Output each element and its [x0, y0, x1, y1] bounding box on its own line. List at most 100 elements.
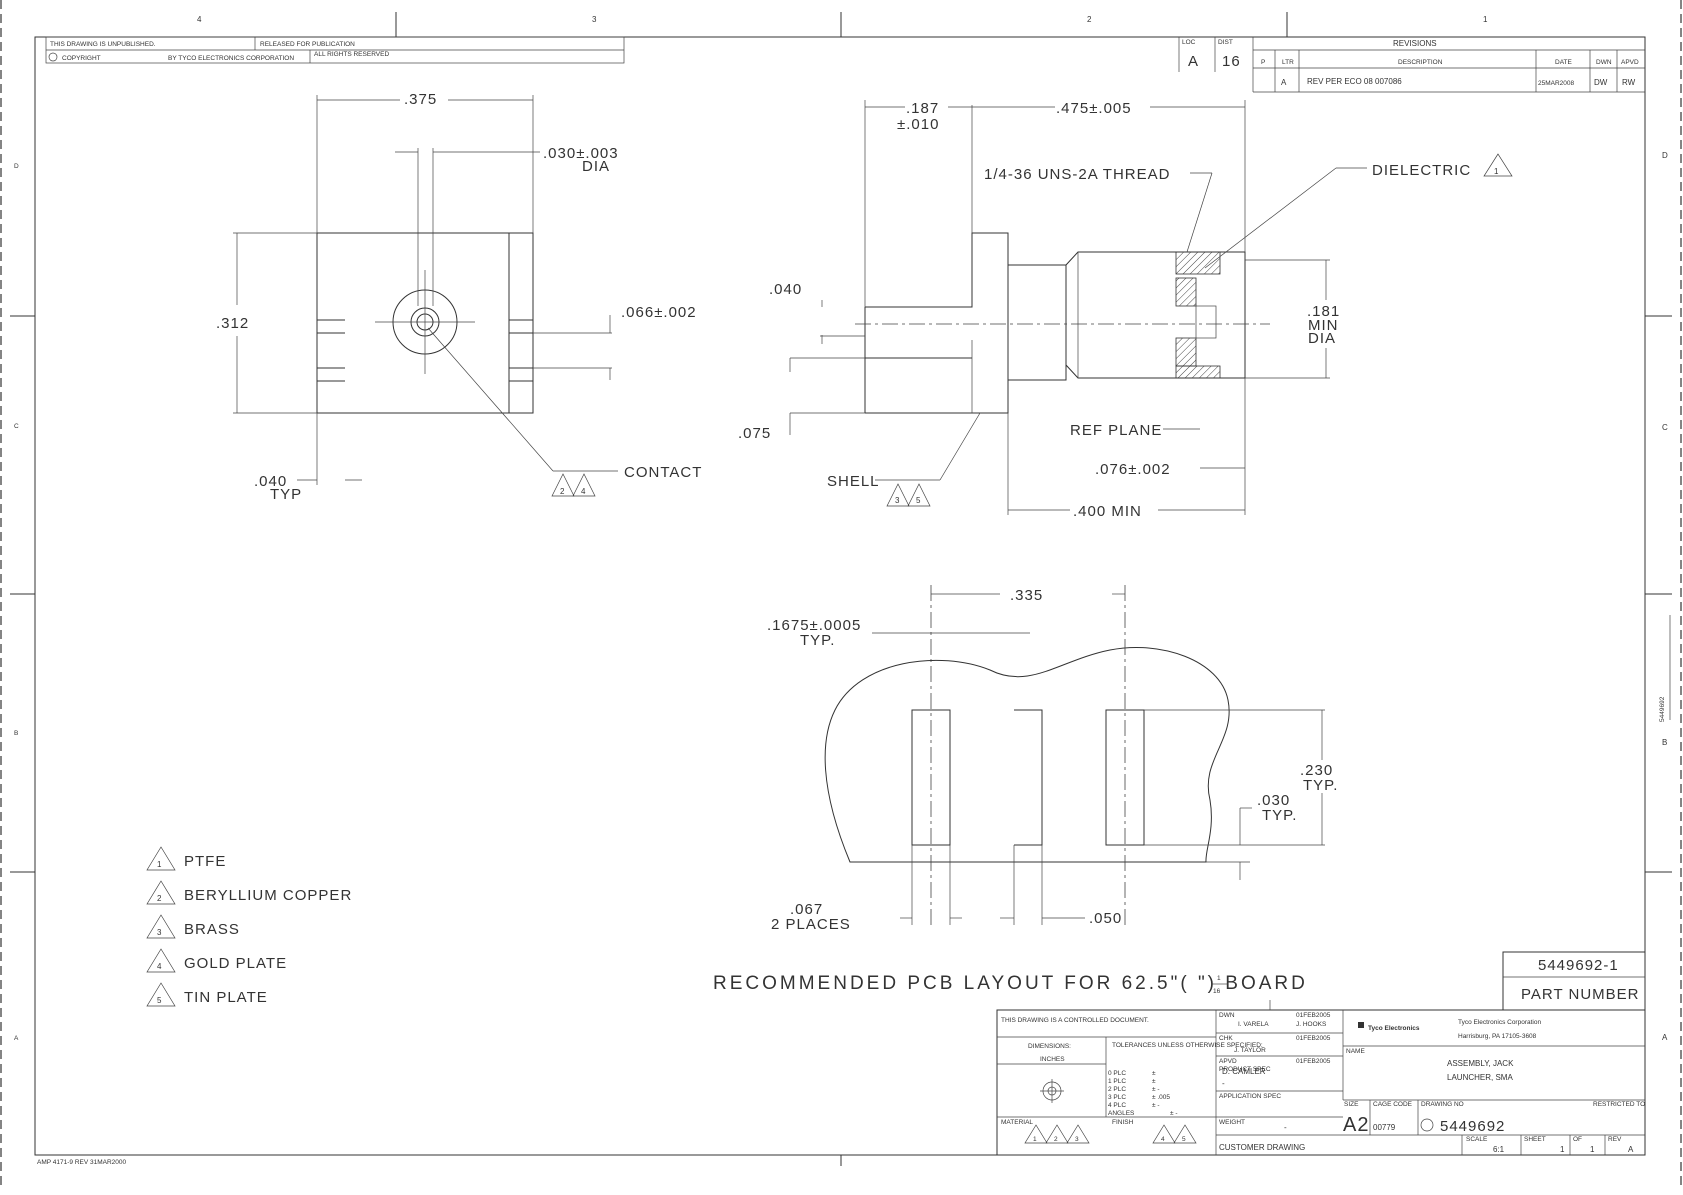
note-text: BERYLLIUM COPPER [184, 887, 352, 904]
pcb-pad-left [911, 709, 951, 846]
contact-label: CONTACT [624, 464, 702, 481]
material-label: MATERIAL [1001, 1119, 1033, 1126]
tol-row: 4 PLC [1108, 1102, 1126, 1109]
dim-pad: .1675±.0005 [767, 617, 861, 634]
cage-label: CAGE CODE [1373, 1101, 1413, 1108]
title-block: THIS DRAWING IS A CONTROLLED DOCUMENT. D… [996, 1000, 1646, 1156]
contact-note-1: 2 [560, 487, 565, 496]
sheet-value: 1 [1560, 1145, 1565, 1154]
dist-label: DIST [1218, 39, 1233, 46]
note-item: 2 BERYLLIUM COPPER [146, 880, 352, 905]
side-view: .187 ±.010 .475±.005 1/4-36 UNS-2A THREA… [738, 100, 1513, 520]
dim-typ: .040 [254, 473, 287, 490]
revisions-header: REVISIONS [1393, 39, 1437, 48]
dim-075: .075 [738, 425, 771, 442]
zone-left-d: D [14, 163, 19, 170]
size-label: SIZE [1344, 1101, 1359, 1108]
dim-pitch: .335 [1010, 587, 1043, 604]
weight-label: WEIGHT [1219, 1119, 1245, 1126]
tol-val: ± - [1152, 1102, 1160, 1109]
part-number-label: PART NUMBER [1521, 986, 1640, 1003]
shell-note-1: 3 [895, 496, 900, 505]
svg-text:5: 5 [157, 996, 162, 1005]
dimensions-unit: INCHES [1040, 1056, 1065, 1063]
tol-row: ANGLES [1108, 1110, 1135, 1117]
zone-top-4: 4 [197, 15, 202, 24]
rev-label: REV [1608, 1136, 1622, 1143]
dwn-label: DWN [1219, 1012, 1235, 1019]
rights-note: ALL RIGHTS RESERVED [314, 51, 389, 58]
finish-note: 5 [1182, 1136, 1186, 1143]
sheet-label: SHEET [1524, 1136, 1546, 1143]
appvd-name: D. CAMLER [1222, 1067, 1266, 1076]
company-address: Harrisburg, PA 17105-3608 [1458, 1033, 1537, 1040]
zone-right-b: B [1662, 738, 1667, 747]
zone-right-a: A [1662, 1033, 1668, 1042]
product-spec-value: - [1222, 1079, 1225, 1088]
tol-val: ± [1152, 1070, 1156, 1077]
dim-pin: .030±.003 [543, 145, 619, 162]
note-text: GOLD PLATE [184, 955, 287, 972]
rev-value: A [1628, 1145, 1634, 1154]
title-name-1: ASSEMBLY, JACK [1447, 1059, 1514, 1068]
finish-note: 4 [1161, 1136, 1165, 1143]
zone-top-2: 2 [1087, 15, 1092, 24]
apvd-value: RW [1622, 78, 1636, 87]
projection-symbol-icon [1040, 1079, 1064, 1103]
zone-left-c: C [14, 423, 19, 430]
chk2-name: J. TAYLOR [1234, 1047, 1266, 1054]
copyright-note: COPYRIGHT [62, 55, 101, 62]
dim-pin-sub: DIA [582, 158, 610, 175]
pcb-pad-right [1105, 709, 1145, 846]
dim-typ-sub: TYP [270, 486, 302, 503]
tyco-mark-icon [1420, 1118, 1434, 1132]
size-value: A2 [1343, 1114, 1369, 1136]
revisions-block: REVISIONS LOC A DIST 16 P LTR A DESCRIPT… [1178, 37, 1645, 93]
finish-label: FINISH [1112, 1119, 1134, 1126]
dim-dia: .181 [1307, 303, 1340, 320]
dim-h: .230 [1300, 762, 1333, 779]
scale-label: SCALE [1466, 1136, 1488, 1143]
dim-pad-sub: TYP. [800, 632, 835, 649]
ltr-value: A [1281, 78, 1287, 87]
note-item: 5 TIN PLATE [146, 982, 268, 1007]
chk-date: 01FEB2005 [1296, 1035, 1331, 1042]
desc-label: DESCRIPTION [1398, 59, 1443, 66]
tyco-logo-icon: Tyco Electronics [1358, 1022, 1420, 1032]
of-label: OF [1573, 1136, 1582, 1143]
dielectric-note: 1 [1494, 167, 1499, 176]
note-text: TIN PLATE [184, 989, 268, 1006]
dwn-name: I. VARELA [1238, 1021, 1269, 1028]
loc-label: LOC [1182, 39, 1196, 46]
cage-value: 00779 [1373, 1123, 1396, 1132]
dim-067-sub: 2 PLACES [771, 916, 851, 933]
chk-label: CHK [1219, 1035, 1233, 1042]
svg-text:Tyco Electronics: Tyco Electronics [1368, 1025, 1420, 1032]
svg-text:2: 2 [157, 894, 162, 903]
note-item: 4 GOLD PLATE [146, 948, 287, 973]
zone-labels: 4 3 2 1 D C B A D C B A 5449692 [14, 15, 1668, 1042]
shell-note-2: 5 [916, 496, 921, 505]
dim-length: .475±.005 [1056, 100, 1132, 117]
dim-gap: .030 [1257, 792, 1290, 809]
side-flange [865, 232, 1009, 414]
tol-row: 2 PLC [1108, 1086, 1126, 1093]
date-value: 25MAR2008 [1538, 80, 1575, 87]
dim-tab: .040 [769, 281, 802, 298]
part-number-value: 5449692-1 [1538, 957, 1619, 974]
controlled-note: THIS DRAWING IS A CONTROLLED DOCUMENT. [1001, 1017, 1149, 1024]
ref-plane-label: REF PLANE [1070, 422, 1162, 439]
dim-left: .187 [906, 100, 939, 117]
pcb-board-outline [824, 646, 1230, 863]
restricted-label: RESTRICTED TO [1593, 1101, 1645, 1108]
front-view: .375 .030±.003 DIA .312 .066±.002 .040 T… [216, 91, 702, 503]
released-note: RELEASED FOR PUBLICATION [260, 41, 355, 48]
publication-note-block: THIS DRAWING IS UNPUBLISHED. RELEASED FO… [45, 36, 625, 64]
svg-text:1: 1 [157, 860, 162, 869]
p-label: P [1261, 59, 1265, 66]
pcb-frac-num: 1 [1217, 975, 1221, 982]
desc-value: REV PER ECO 08 007086 [1307, 77, 1402, 86]
zone-top-1: 1 [1483, 15, 1488, 24]
zone-left-b: B [14, 730, 18, 737]
